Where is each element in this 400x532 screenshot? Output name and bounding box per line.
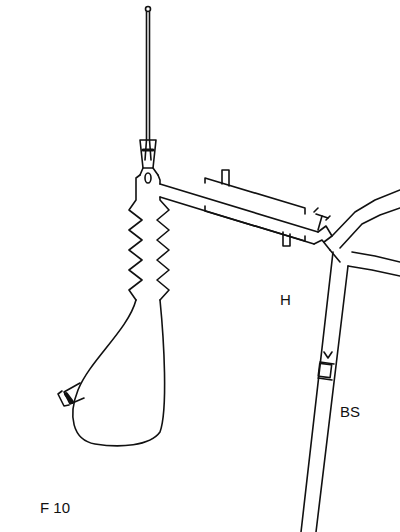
stopcock <box>314 208 332 250</box>
round-flask <box>58 300 165 446</box>
condenser <box>160 170 318 246</box>
thermometer <box>145 7 151 184</box>
break-seal <box>318 352 334 380</box>
thermometer-adapter <box>140 140 158 175</box>
part-label: BS <box>340 404 360 419</box>
part-label: H <box>280 292 291 307</box>
vigreux-column <box>129 175 169 300</box>
vacuum-manifold <box>301 190 400 532</box>
figure-number: F 10 <box>40 500 70 515</box>
